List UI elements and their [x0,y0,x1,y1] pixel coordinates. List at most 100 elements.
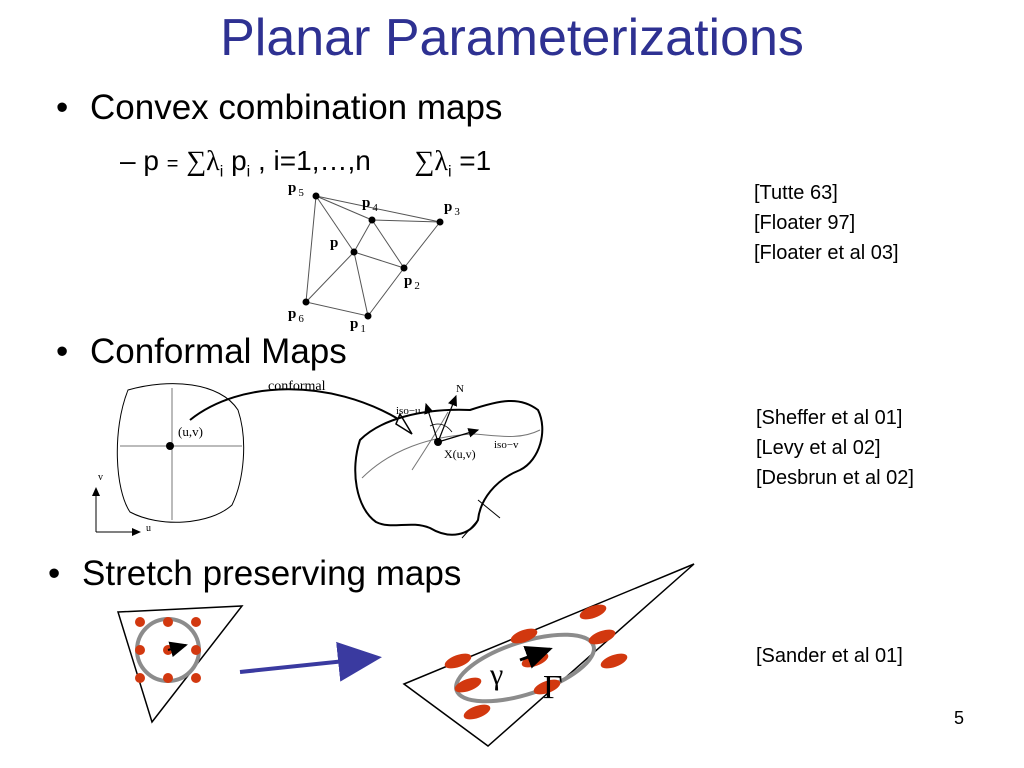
sample-ellipse [588,629,616,645]
sample-dot [135,617,145,627]
stretch-diagram: γ Γ [116,563,695,747]
mesh-edge [353,251,369,317]
mesh-edge [315,195,373,221]
surface-triangle [402,563,695,747]
formula-sub-i: i [219,163,224,181]
refs-convex: [Tutte 63] [Floater 97] [Floater et al 0… [754,178,899,268]
sample-dot [191,617,201,627]
sample-ellipse [444,653,472,669]
mesh-edge [353,251,405,269]
sample-ellipse [454,677,482,693]
vertex-p1 [364,312,372,320]
sample-dot [191,645,201,655]
sample-dot [163,617,173,627]
sample-dot [135,645,145,655]
sample-dot [163,673,173,683]
ref-item: [Floater 97] [754,212,856,234]
formula-p: p [143,145,159,176]
vertex-p4 [368,216,376,224]
bullet-stretch: • Stretch preserving maps [48,554,461,594]
refs-conformal: [Sheffer et al 01] [Levy et al 02] [Desb… [756,403,914,493]
axis-v-label: v [98,472,103,483]
normal-label: N [456,383,464,395]
mesh-edge [305,251,355,303]
bullet-conformal-text: Conformal Maps [90,332,347,371]
page-number: 5 [953,708,964,728]
surface-vector [519,645,553,669]
ref-item: [Floater et al 03] [754,242,899,264]
axis-u-label: u [146,523,151,534]
formula-sum: ∑ [186,146,207,177]
ref-item: [Tutte 63] [754,182,838,204]
formula-p-i: p [231,145,247,176]
vertex-p6 [302,298,310,306]
uv-label: (u,v) [178,424,203,439]
Gamma-label: Γ [543,669,563,706]
sample-ellipse [510,628,538,644]
param-samples [135,617,201,683]
angle-arc [429,423,453,433]
bullet-convex: • Convex combination maps [56,88,502,128]
mesh-edge [353,219,373,253]
sample-dot [191,673,201,683]
bullet-dot: • [56,88,69,127]
convex-mesh-diagram [305,195,441,317]
uv-point [166,442,174,450]
mapping-arrow [239,641,382,682]
surface-edge [477,499,501,519]
sample-dot [135,673,145,683]
bullet-conformal: • Conformal Maps [56,332,347,372]
formula-eq-one: =1 [459,145,492,176]
formula-range: , i=1,…,n [258,145,371,176]
xuv-label: X(u,v) [444,447,476,461]
mesh-edge [371,219,405,269]
label-p: p [330,235,338,251]
surface-edge [461,519,479,539]
tangent-iso-v [437,428,480,443]
formula-sub-i: i [447,163,452,181]
tangent-iso-u [424,402,439,443]
convex-formula: – p = ∑λi pi , i=1,…,n ∑λi =1 [120,145,491,182]
normal-vector [437,394,457,443]
formula-dash: – [120,145,136,176]
vertex-p [350,248,358,256]
formula-lambda: λ [206,146,220,177]
conformal-arrow [189,388,401,421]
vertex-p3 [436,218,444,226]
formula-lambda: λ [434,146,448,177]
param-vector [167,641,188,657]
mesh-edge [371,219,441,223]
bullet-dot: • [56,332,69,371]
gamma-label: γ [489,658,503,691]
mesh-boundary [305,195,441,317]
sample-ellipse [579,604,607,620]
sample-ellipse [533,679,561,695]
bullet-dot: • [48,554,61,593]
mesh-vertices [302,192,444,320]
surface-patch [354,399,544,536]
surface-iso-v [411,411,449,471]
param-domain [116,383,245,523]
formula-sub-i: i [246,163,251,181]
ref-item: [Levy et al 02] [756,437,881,459]
conformal-diagram: (u,v) v u conformal iso−u iso−v N X(u,v) [92,379,544,539]
bullet-convex-text: Convex combination maps [90,88,503,127]
bullet-stretch-text: Stretch preserving maps [82,554,462,593]
vertex-p5 [312,192,320,200]
sample-ellipse [463,704,491,720]
formula-sum: ∑ [414,146,435,177]
sample-ellipse [600,653,628,669]
ref-item: [Desbrun et al 02] [756,467,914,489]
iso-u-label: iso−u [396,405,421,417]
ref-item: [Sheffer et al 01] [756,407,903,429]
slide-title: Planar Parameterizations [220,9,804,67]
iso-v-label: iso−v [494,439,519,451]
conformal-label: conformal [268,379,326,394]
